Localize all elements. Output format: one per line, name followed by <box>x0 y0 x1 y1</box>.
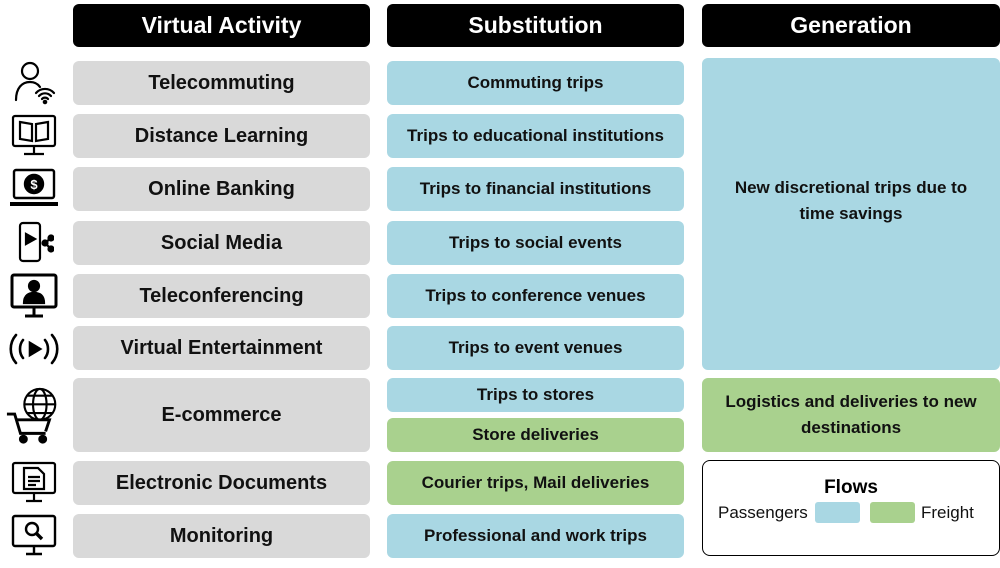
activity-teleconferencing: Teleconferencing <box>73 274 370 318</box>
activity-social-media: Social Media <box>73 221 370 265</box>
legend-passengers-label: Passengers <box>718 503 808 522</box>
substitution-conference-trips: Trips to conference venues <box>387 274 684 318</box>
activity-distance-learning: Distance Learning <box>73 114 370 158</box>
substitution-educational-trips: Trips to educational institutions <box>387 114 684 158</box>
svg-text:$: $ <box>30 177 38 192</box>
substitution-professional-trips: Professional and work trips <box>387 514 684 558</box>
activity-virtual-entertainment: Virtual Entertainment <box>73 326 370 370</box>
book-monitor-icon <box>5 113 63 159</box>
document-monitor-icon <box>5 460 63 506</box>
substitution-event-venue-trips: Trips to event venues <box>387 326 684 370</box>
globe-cart-icon <box>5 382 63 448</box>
legend-passengers-swatch <box>815 502 860 523</box>
substitution-courier-mail: Courier trips, Mail deliveries <box>387 461 684 505</box>
generation-discretional-trips: New discretional trips due to time savin… <box>702 58 1000 370</box>
legend-title: Flows <box>824 477 878 498</box>
legend-freight-label: Freight <box>921 503 974 522</box>
search-monitor-icon <box>5 513 63 559</box>
header-substitution: Substitution <box>387 4 684 47</box>
legend-freight-swatch <box>870 502 915 523</box>
activity-telecommuting: Telecommuting <box>73 61 370 105</box>
activity-online-banking: Online Banking <box>73 167 370 211</box>
substitution-commuting-trips: Commuting trips <box>387 61 684 105</box>
activity-electronic-documents: Electronic Documents <box>73 461 370 505</box>
activity-monitoring: Monitoring <box>73 514 370 558</box>
header-virtual-activity: Virtual Activity <box>73 4 370 47</box>
broadcast-play-icon <box>5 326 63 372</box>
substitution-store-trips: Trips to stores <box>387 378 684 412</box>
flows-legend: Flows Passengers Freight <box>702 460 1000 556</box>
phone-share-icon <box>5 220 63 266</box>
activity-e-commerce: E-commerce <box>73 378 370 452</box>
substitution-store-deliveries: Store deliveries <box>387 418 684 452</box>
substitution-financial-trips: Trips to financial institutions <box>387 167 684 211</box>
video-call-monitor-icon <box>5 272 63 320</box>
header-generation: Generation <box>702 4 1000 47</box>
dollar-laptop-icon: $ <box>5 166 63 212</box>
substitution-social-event-trips: Trips to social events <box>387 221 684 265</box>
person-wifi-icon <box>5 60 63 106</box>
generation-logistics-deliveries: Logistics and deliveries to new destinat… <box>702 378 1000 452</box>
